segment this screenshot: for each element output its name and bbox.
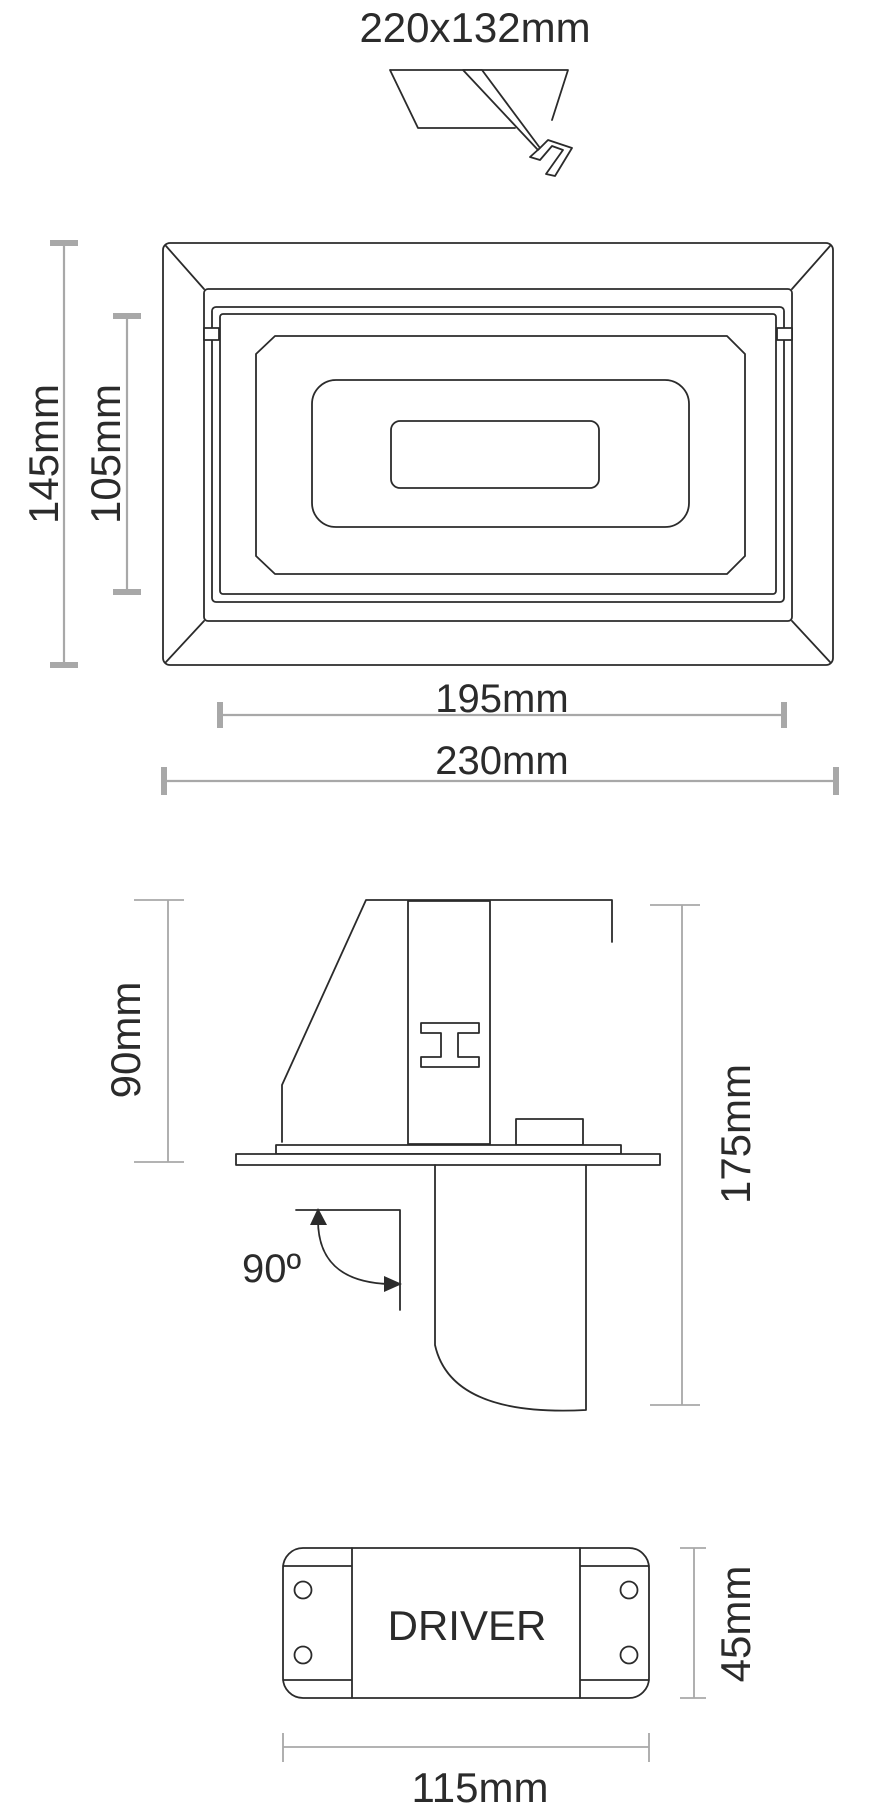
driver-height-dimension: 45mm: [680, 1547, 759, 1699]
driver-width-dimension: 115mm: [282, 1733, 650, 1810]
ceiling-flange: [235, 1153, 661, 1166]
inner-width-label: 195mm: [435, 677, 568, 721]
angle-arc: [317, 1219, 389, 1285]
driver-end-caps: [282, 1547, 650, 1699]
lens: [311, 379, 690, 528]
reflector: [255, 335, 746, 575]
inner-width-dimension: 195mm: [217, 677, 787, 728]
mounting-bracket: [407, 900, 491, 1145]
mounting-hole-top-right: [619, 1580, 639, 1600]
outer-width-dimension: 230mm: [161, 739, 839, 795]
inner-height-dimension: 105mm: [82, 313, 141, 595]
inner-height-label: 105mm: [82, 384, 129, 524]
cutout-diagram: 220x132mm: [359, 4, 591, 177]
outer-height-dimension: 145mm: [20, 240, 78, 668]
driver-name: DRIVER: [388, 1602, 547, 1649]
side-view: 90º 90mm 175mm: [102, 899, 759, 1412]
housing-outline: [281, 899, 613, 1143]
outer-width-label: 230mm: [435, 739, 568, 783]
led-module: [390, 420, 600, 489]
mounting-hole-bottom-left: [293, 1645, 313, 1665]
angle-reference-lines: [295, 1209, 401, 1311]
outer-bezel: [162, 242, 834, 666]
cutout-label: 220x132mm: [359, 4, 590, 51]
cutout-profile: [389, 69, 569, 129]
housing-height-dimension: 90mm: [102, 899, 184, 1163]
mounting-hole-bottom-right: [619, 1645, 639, 1665]
outer-height-label: 145mm: [20, 384, 67, 524]
terminal-block: [515, 1118, 584, 1146]
housing-base: [275, 1144, 622, 1155]
arrow-up-icon: [310, 1208, 327, 1225]
driver-width-label: 115mm: [412, 1764, 549, 1810]
tilt-angle-indicator: 90º: [242, 1208, 402, 1311]
front-view: 145mm 105mm 195mm 230mm: [20, 240, 839, 795]
bezel-chamfers: [165, 245, 831, 663]
driver-body: [282, 1547, 650, 1699]
lamp-body: [434, 1164, 587, 1412]
inner-frame: [203, 288, 793, 622]
tilt-angle-label: 90º: [242, 1247, 301, 1291]
right-pivot-pin: [776, 327, 793, 341]
mounting-hole-top-left: [293, 1580, 313, 1600]
cutout-clip: [462, 69, 573, 177]
bracket-h-symbol: [420, 1022, 480, 1068]
driver-height-label: 45mm: [712, 1566, 759, 1683]
total-height-label: 175mm: [712, 1064, 759, 1204]
housing-height-label: 90mm: [102, 982, 149, 1099]
left-pivot-pin: [203, 327, 220, 341]
gimbal-inner: [219, 313, 777, 595]
driver-view: DRIVER 45mm 115mm: [282, 1547, 759, 1810]
arrow-right-icon: [384, 1276, 402, 1292]
gimbal-housing: [211, 306, 785, 603]
total-height-dimension: 175mm: [650, 904, 759, 1406]
